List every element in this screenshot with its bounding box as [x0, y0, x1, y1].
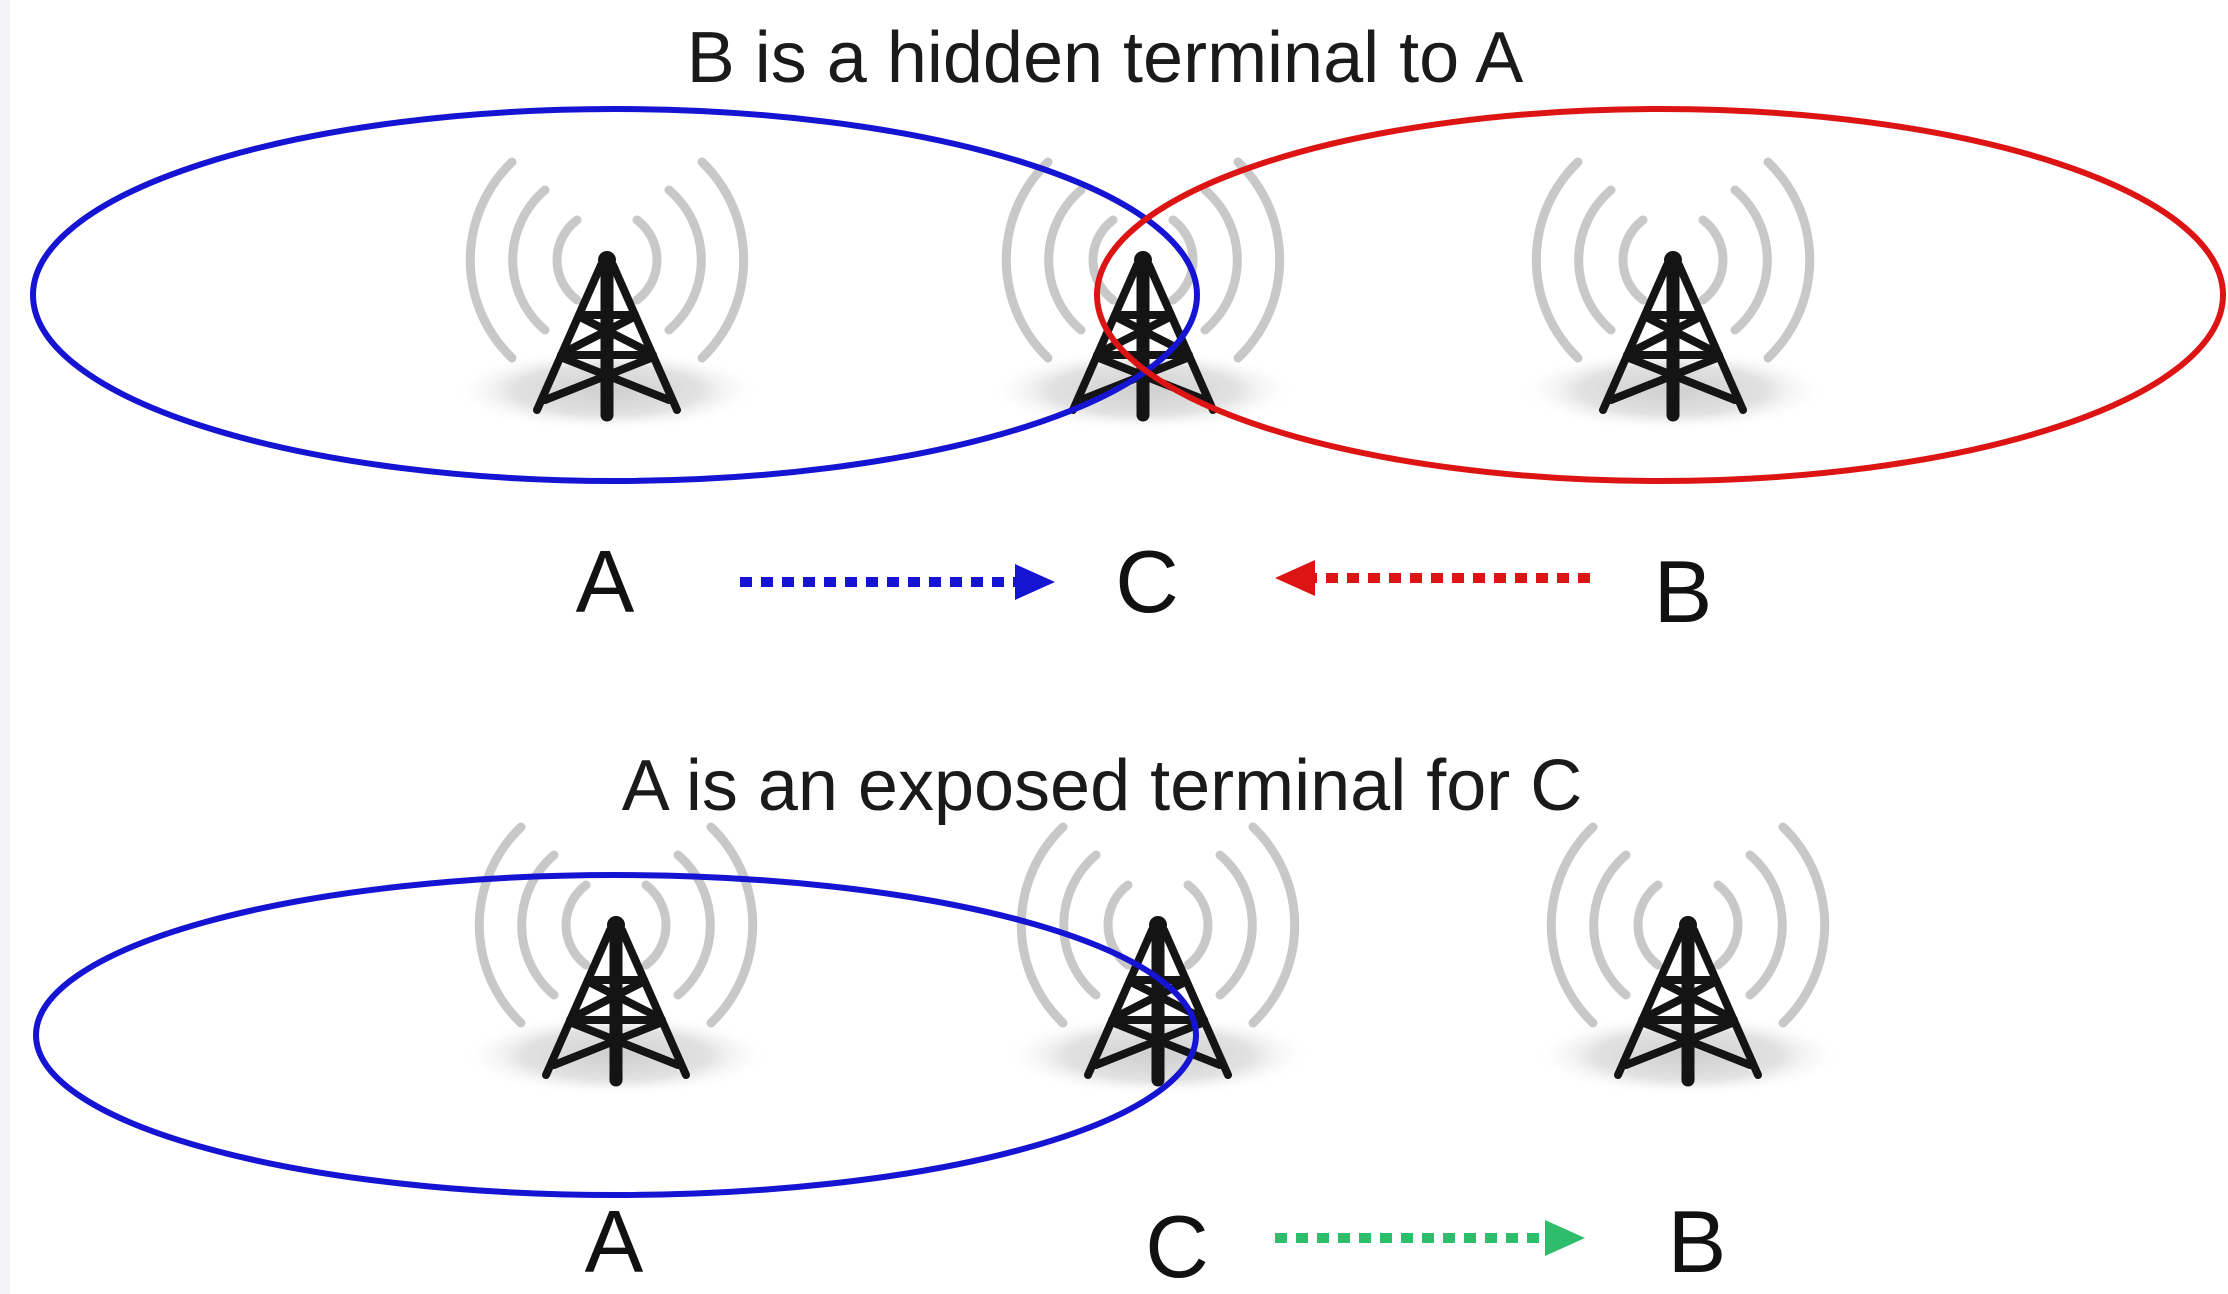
radio-tower-icon: [988, 162, 1298, 432]
arrow-b-to-c: [1275, 560, 1590, 596]
arrow-c-to-b: [1275, 1220, 1585, 1256]
range-ellipse-b: [1094, 106, 2226, 484]
exposed-terminal-scene: A is an exposed terminal for C A C B: [33, 746, 1843, 1294]
radio-tower-icon: [452, 162, 762, 432]
node-label-a: A: [576, 532, 635, 631]
node-label-b: B: [1654, 542, 1713, 641]
diagram-canvas: B is a hidden terminal to A A C B A is a…: [10, 0, 2228, 1294]
range-ellipse-a: [33, 872, 1199, 1198]
hidden-terminal-title: B is a hidden terminal to A: [687, 18, 1523, 98]
node-label-b: B: [1668, 1192, 1727, 1291]
radio-tower-icon: [1533, 827, 1843, 1097]
radio-tower-icon: [1003, 827, 1313, 1097]
range-ellipse-a: [30, 106, 1200, 484]
radio-tower-icon: [1518, 162, 1828, 432]
node-label-c: C: [1145, 1197, 1209, 1294]
hidden-terminal-scene: B is a hidden terminal to A A C B: [30, 18, 2226, 641]
node-label-a: A: [585, 1192, 644, 1291]
radio-tower-icon: [461, 827, 771, 1097]
hidden-exposed-terminal-diagram: B is a hidden terminal to A A C B A is a…: [30, 18, 2226, 1294]
node-label-c: C: [1115, 532, 1179, 631]
arrow-a-to-c: [740, 564, 1055, 600]
exposed-terminal-title: A is an exposed terminal for C: [622, 746, 1582, 826]
